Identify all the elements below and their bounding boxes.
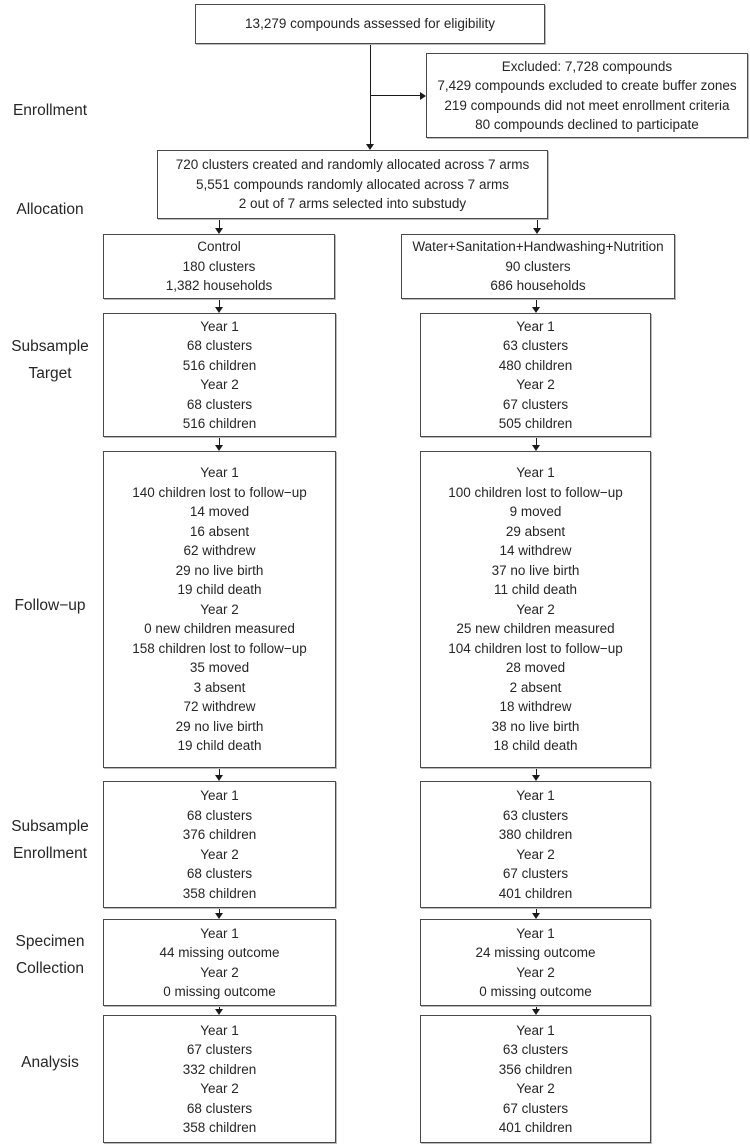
arrowhead-down-icon [533, 228, 541, 234]
arrowhead-down-icon [215, 1009, 223, 1015]
arrowhead-down-icon [215, 445, 223, 451]
box-excluded: Excluded: 7,728 compounds 7,429 compound… [426, 53, 748, 138]
connector-target-to-followup-right [536, 437, 537, 446]
box-subsample-target-control: Year 1 68 clusters 516 children Year 2 6… [103, 313, 336, 437]
arrowhead-down-icon [532, 913, 540, 919]
box-followup-control: Year 1 140 children lost to follow−up 14… [103, 451, 336, 768]
connector-wshn-to-target [536, 299, 537, 308]
connector-enrollment-to-specimen-left [219, 908, 220, 914]
connector-followup-to-enrollment-right [536, 768, 537, 776]
connector-followup-to-enrollment-left [219, 768, 220, 776]
box-arm-control: Control 180 clusters 1,382 households [103, 234, 335, 299]
box-analysis-wshn: Year 1 63 clusters 356 children Year 2 6… [420, 1015, 651, 1143]
box-followup-wshn: Year 1 100 children lost to follow−up 9 … [420, 451, 651, 768]
arrowhead-down-icon [532, 307, 540, 313]
stage-label-follow-up: Follow−up [14, 597, 86, 614]
stage-label-specimen-collection: Specimen Collection [15, 933, 85, 977]
arrowhead-down-icon [215, 307, 223, 313]
arrowhead-down-icon [532, 1009, 540, 1015]
connector-allocation-to-control [219, 219, 220, 229]
box-subsample-enrollment-wshn: Year 1 63 clusters 380 children Year 2 6… [420, 781, 651, 908]
box-allocation: 720 clusters created and randomly alloca… [157, 150, 548, 219]
arrowhead-down-icon [215, 913, 223, 919]
stage-label-allocation: Allocation [16, 201, 84, 218]
stage-label-subsample-target: Subsample Target [11, 338, 89, 382]
box-analysis-control: Year 1 67 clusters 332 children Year 2 6… [103, 1015, 336, 1143]
connector-specimen-to-analysis-left [219, 1006, 220, 1010]
box-subsample-target-wshn: Year 1 63 clusters 480 children Year 2 6… [420, 313, 651, 437]
connector-control-to-target [219, 299, 220, 308]
arrowhead-down-icon [215, 228, 223, 234]
arrowhead-down-icon [366, 144, 374, 150]
connector-eligibility-to-allocation [370, 44, 371, 145]
connector-allocation-to-wshn [537, 219, 538, 229]
box-eligibility: 13,279 compounds assessed for eligibilit… [195, 4, 545, 44]
arrowhead-right-icon [420, 92, 426, 100]
stage-label-analysis: Analysis [21, 1054, 79, 1071]
stage-label-enrollment: Enrollment [12, 102, 88, 119]
stage-label-subsample-enrollment: Subsample Enrollment [11, 818, 89, 862]
box-specimen-wshn: Year 1 24 missing outcome Year 2 0 missi… [420, 919, 651, 1006]
connector-to-excluded [370, 95, 421, 96]
box-specimen-control: Year 1 44 missing outcome Year 2 0 missi… [103, 919, 336, 1006]
box-subsample-enrollment-control: Year 1 68 clusters 376 children Year 2 6… [103, 781, 336, 908]
box-arm-wshn: Water+Sanitation+Handwashing+Nutrition 9… [401, 234, 675, 299]
connector-specimen-to-analysis-right [536, 1006, 537, 1010]
arrowhead-down-icon [215, 775, 223, 781]
connector-target-to-followup-left [219, 437, 220, 446]
connector-enrollment-to-specimen-right [536, 908, 537, 914]
arrowhead-down-icon [532, 775, 540, 781]
arrowhead-down-icon [532, 445, 540, 451]
